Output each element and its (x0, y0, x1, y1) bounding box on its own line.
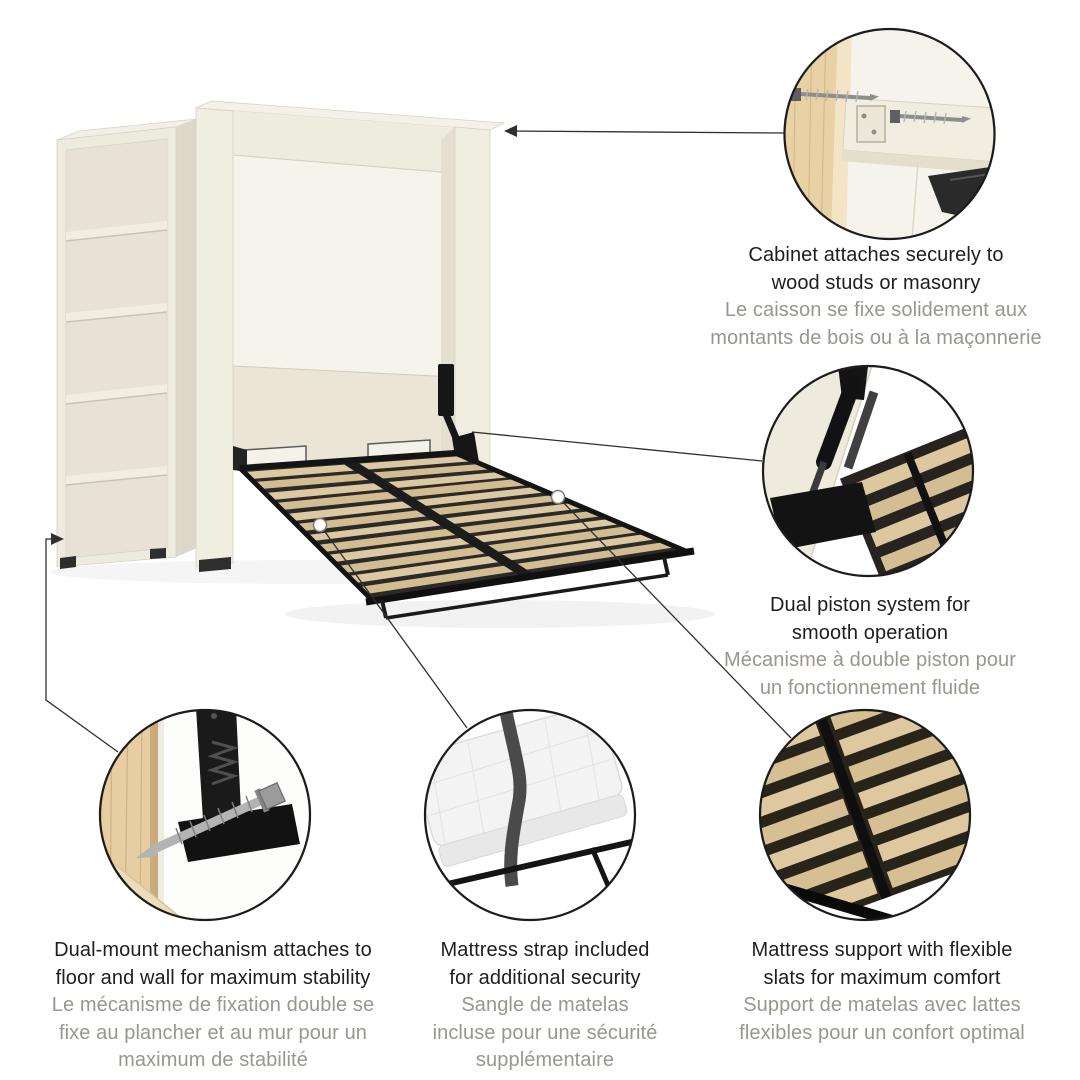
callout-en-line: Dual piston system for (769, 594, 971, 616)
leader-line-cabinet (505, 130, 785, 134)
callout-fr-line: supplémentaire (475, 1049, 615, 1071)
bed-slats (244, 456, 677, 594)
callout-ring (98, 708, 312, 922)
callout-en-line: wood studs or masonry (771, 271, 981, 294)
anchor-dot (312, 517, 328, 533)
bookcase-foot (150, 548, 166, 559)
callout-fr-line: flexibles pour un confort optimal (739, 1021, 1025, 1044)
callout-fr-line: fixe au plancher et au mur pour un (58, 1021, 368, 1044)
spring (207, 740, 239, 786)
callout-en-line: Mattress strap included (440, 939, 650, 961)
piston-mount (438, 364, 454, 416)
piston-cylinder (843, 390, 879, 470)
callout-en-line: Mattress support with flexible (751, 939, 1013, 961)
leader-line-mount (45, 538, 119, 753)
callout-en-line: smooth operation (791, 621, 949, 644)
arrowhead (51, 533, 64, 545)
callout-text-cabinet-mount: Cabinet attaches securely to wood studs … (693, 242, 1059, 352)
corner-bracket (856, 105, 886, 143)
callout-en-line: floor and wall for maximum stability (55, 966, 371, 989)
callout-fr-line: un fonctionnement fluide (759, 676, 981, 699)
callout-fr-line: Sangle de matelas (461, 994, 629, 1016)
leader-line-strap (319, 524, 468, 729)
callout-en-line: slats for maximum comfort (763, 966, 1001, 989)
piston-cylinder (816, 376, 861, 470)
callout-circle-dual-mount (98, 708, 312, 922)
callout-fr-line: Le caisson se fixe solidement aux (724, 299, 1028, 321)
bookcase-shelves (65, 221, 168, 486)
mattress-strap (499, 710, 527, 887)
callout-text-dual-mount: Dual-mount mechanism attaches to floor a… (14, 937, 412, 1075)
leg-bar (385, 573, 669, 620)
callout-fr-line: maximum de stabilité (118, 1049, 308, 1071)
callout-text-mattress-strap: Mattress strap included for additional s… (378, 937, 712, 1075)
callout-en-line: Cabinet attaches securely to (748, 244, 1004, 266)
callout-text-dual-piston: Dual piston system for smooth operation … (688, 592, 1052, 702)
bookcase-foot (60, 556, 76, 569)
cabinet-left-panel (195, 107, 234, 568)
center-rail (344, 457, 533, 581)
bookcase (56, 118, 198, 569)
cabinet-header (196, 108, 490, 176)
pivot-bar (239, 450, 456, 471)
callout-en-line: for additional security (449, 966, 641, 989)
callout-fr-line: montants de bois ou à la maçonnerie (710, 326, 1042, 349)
callout-fr-line: Mécanisme à double piston pour (723, 649, 1017, 671)
leader-line-piston (471, 431, 763, 462)
callout-circle-cabinet-mount (783, 27, 996, 241)
lag-screw (791, 88, 879, 103)
callout-circle-dual-piston (761, 364, 975, 578)
left-rail (238, 466, 374, 602)
leader-lines (45, 125, 792, 753)
cabinet-foot (199, 557, 231, 572)
front-rail (365, 547, 695, 606)
piston-lower-bracket (770, 482, 876, 550)
callout-en-line: Dual-mount mechanism attaches to (54, 939, 372, 961)
callout-fr-line: Le mécanisme de fixation double se (51, 994, 375, 1016)
lag-bolt (136, 782, 286, 858)
cabinet-mount-detail (784, 29, 995, 239)
bed-leg (662, 556, 670, 576)
leader-line-slats (557, 496, 792, 739)
bookcase-interior (65, 138, 168, 559)
callout-ring (758, 708, 972, 922)
mattress-strap-detail (425, 710, 635, 920)
bed-frame (238, 450, 695, 620)
callout-fr-line: Support de matelas avec lattes (743, 994, 1021, 1016)
frame-bar (429, 837, 635, 891)
anchor-dot (550, 489, 566, 505)
dual-piston-detail (763, 366, 973, 576)
arrowhead (504, 125, 517, 137)
callout-ring (783, 27, 996, 241)
callout-ring (761, 364, 975, 578)
callout-fr-line: incluse pour une sécurité (432, 1021, 658, 1044)
right-rail (454, 450, 689, 555)
floor-foot (178, 804, 300, 862)
callout-ring (423, 708, 637, 922)
callout-circle-mattress-strap (423, 708, 637, 922)
callout-text-flexible-slats: Mattress support with flexible slats for… (698, 937, 1066, 1047)
lag-screw (890, 110, 971, 125)
